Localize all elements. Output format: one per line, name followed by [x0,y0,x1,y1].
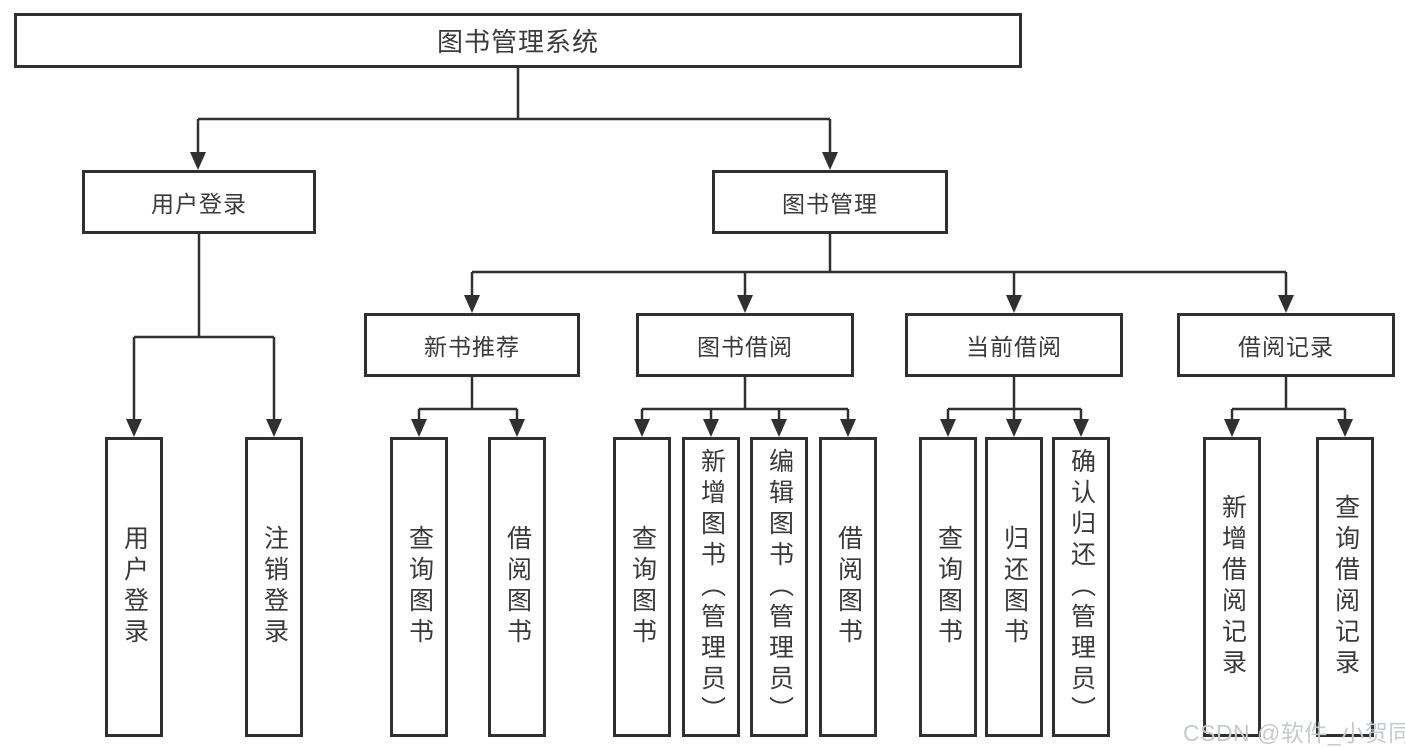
leaf-recommend-query-books: 查询图书 [390,437,448,737]
node-new-book-recommend: 新书推荐 [364,313,580,377]
leaf-records-add-record: 新增借阅记录 [1203,437,1261,737]
node-book-management: 图书管理 [712,170,948,234]
node-library-management-system: 图书管理系统 [14,13,1022,68]
leaf-borrowing-edit-books-admin: 编辑图书（管理员） [750,437,808,737]
leaf-logout: 注销登录 [245,437,303,737]
leaf-user-login: 用户登录 [105,437,163,737]
leaf-current-query-books: 查询图书 [919,437,977,737]
leaf-recommend-borrow-books: 借阅图书 [488,437,546,737]
node-book-borrowing: 图书借阅 [636,313,854,377]
node-user-login: 用户登录 [82,170,316,234]
csdn-watermark: CSDN @软件_小贺同学 [1183,720,1405,746]
leaf-current-return-books: 归还图书 [985,437,1043,737]
node-current-borrowing: 当前借阅 [905,313,1123,377]
leaf-records-query-record: 查询借阅记录 [1316,437,1374,737]
leaf-borrowing-borrow-books: 借阅图书 [819,437,877,737]
node-borrowing-records: 借阅记录 [1177,313,1395,377]
leaf-borrowing-query-books: 查询图书 [613,437,671,737]
leaf-current-confirm-return-admin: 确认归还（管理员） [1052,437,1110,737]
leaf-borrowing-add-books-admin: 新增图书（管理员） [682,437,740,737]
